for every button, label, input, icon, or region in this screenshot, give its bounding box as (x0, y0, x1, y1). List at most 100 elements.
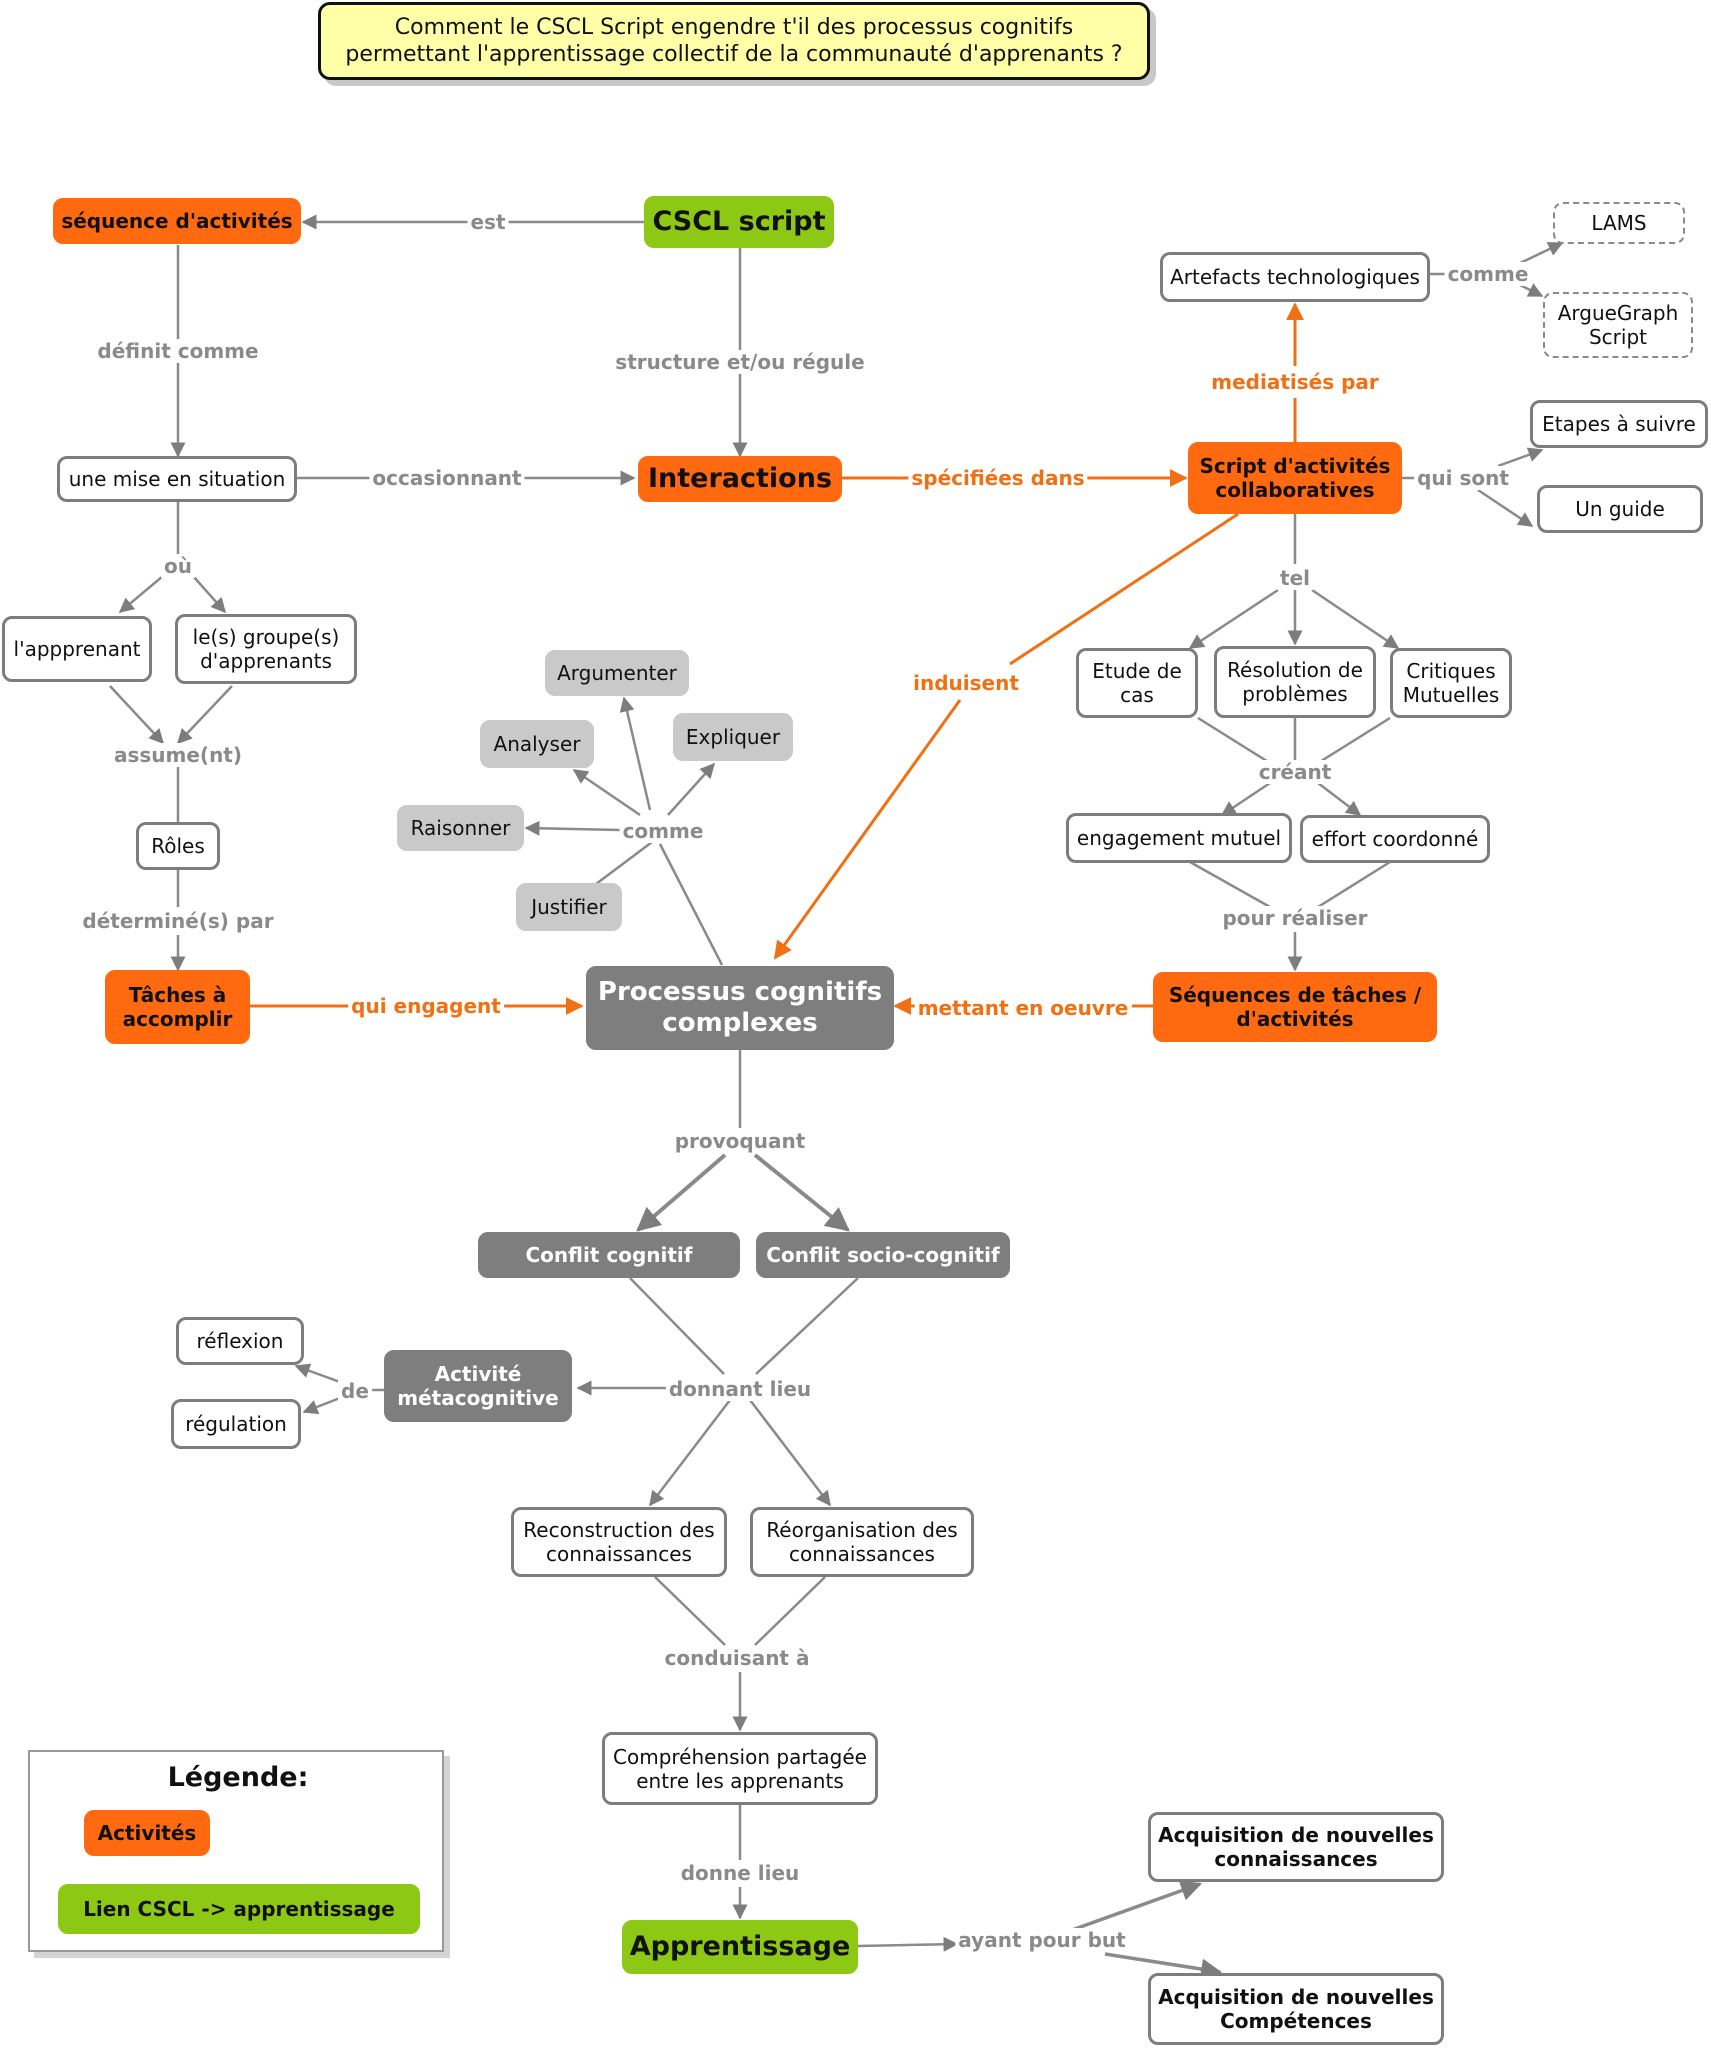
edge-creant-engagement (1220, 781, 1271, 817)
label-de: de (338, 1379, 372, 1403)
node-critiques[interactable]: Critiques Mutuelles (1390, 648, 1512, 718)
edge-comme-expliquer (667, 762, 716, 816)
edge-induisent-processus (773, 699, 962, 960)
edge-apprenant-assume (109, 685, 165, 745)
edge-comme-justifier (587, 841, 653, 891)
edge-donnant-reorganisation (749, 1399, 831, 1507)
label-pour-realiser: pour réaliser (1219, 906, 1371, 930)
node-script-activites[interactable]: Script d'activités collaboratives (1188, 442, 1402, 514)
node-reorganisation[interactable]: Réorganisation des connaissances (750, 1507, 974, 1577)
edge-script-induisent (1009, 512, 1239, 666)
node-regulation[interactable]: régulation (171, 1399, 301, 1449)
edge-reorganisation-conduisant (754, 1576, 826, 1646)
legend-lien-cscl: Lien CSCL -> apprentissage (58, 1884, 420, 1934)
label-est: est (467, 210, 509, 234)
edge-de-reflexion (294, 1363, 341, 1384)
diagram-title: Comment le CSCL Script engendre t'il des… (318, 2, 1150, 80)
node-reconstruction[interactable]: Reconstruction des connaissances (511, 1507, 727, 1577)
edge-donnant-reconstruction (649, 1399, 731, 1507)
label-creant: créant (1255, 760, 1335, 784)
edge-quisont-guide (1477, 488, 1534, 528)
edge-but-competences (1104, 1952, 1223, 1980)
label-determine-par: déterminé(s) par (79, 909, 277, 933)
edge-processus-comme (658, 843, 724, 966)
edge-creant-effort (1317, 782, 1362, 816)
edge-provoquant-socio (753, 1153, 850, 1232)
node-etude-cas[interactable]: Etude de cas (1076, 648, 1198, 718)
node-activite-metacognitive[interactable]: Activité métacognitive (384, 1350, 572, 1422)
label-specifiees-dans: spécifiées dans (908, 466, 1088, 490)
label-comme-processus: comme (619, 819, 707, 843)
node-cscl-script[interactable]: CSCL script (644, 196, 834, 248)
node-mise-en-situation[interactable]: une mise en situation (57, 456, 297, 502)
edge-provoquant-conflit (636, 1153, 727, 1232)
node-lams[interactable]: LAMS (1553, 202, 1685, 244)
edge-critiques-creant (1317, 716, 1391, 765)
node-interactions[interactable]: Interactions (638, 456, 842, 502)
edge-comme-analyser (572, 768, 641, 817)
node-conflit-cognitif[interactable]: Conflit cognitif (478, 1232, 740, 1278)
label-assume: assume(nt) (110, 743, 246, 767)
node-apprenant[interactable]: l'appprenant (2, 616, 152, 682)
edge-de-regulation (302, 1396, 341, 1415)
node-effort[interactable]: effort coordonné (1300, 815, 1490, 863)
label-structure-regule: structure et/ou régule (612, 350, 868, 374)
node-conflit-socio-cognitif[interactable]: Conflit socio-cognitif (756, 1232, 1010, 1278)
node-processus-cognitifs[interactable]: Processus cognitifs complexes (586, 966, 894, 1050)
node-artefacts[interactable]: Artefacts technologiques (1160, 252, 1430, 302)
label-comme-artefacts: comme (1444, 262, 1532, 286)
label-definit-comme: définit comme (94, 339, 262, 363)
edge-engagement-pour (1189, 860, 1271, 909)
node-acquisition-competences[interactable]: Acquisition de nouvelles Compétences (1148, 1973, 1444, 2045)
edge-groupes-assume (176, 685, 233, 745)
edge-tel-etude (1188, 588, 1279, 650)
label-mediatises-par: mediatisés par (1208, 370, 1382, 394)
label-mettant-en-oeuvre: mettant en oeuvre (914, 996, 1132, 1020)
legend-activites: Activités (84, 1810, 210, 1856)
node-roles[interactable]: Rôles (136, 822, 220, 870)
edge-ou-apprenant (118, 575, 164, 613)
node-arguegraph[interactable]: ArgueGraph Script (1543, 292, 1693, 358)
edge-socio-donnant (755, 1277, 859, 1375)
node-sequences-taches[interactable]: Séquences de tâches / d'activités (1153, 972, 1437, 1042)
node-justifier[interactable]: Justifier (516, 883, 622, 931)
node-sequence-activites[interactable]: séquence d'activités (53, 198, 301, 244)
label-qui-engagent: qui engagent (348, 994, 504, 1018)
label-ayant-pour-but: ayant pour but (955, 1928, 1129, 1952)
node-apprentissage[interactable]: Apprentissage (622, 1920, 858, 1974)
edge-reconstruction-conduisant (654, 1576, 726, 1646)
edge-apprentissage-but (857, 1936, 959, 1952)
node-reflexion[interactable]: réflexion (176, 1317, 304, 1365)
node-analyser[interactable]: Analyser (480, 720, 594, 768)
edge-comme-raisonner (524, 820, 621, 836)
diagram-title-text: Comment le CSCL Script engendre t'il des… (345, 14, 1123, 68)
label-provoquant: provoquant (671, 1129, 809, 1153)
label-qui-sont: qui sont (1414, 466, 1512, 490)
label-tel: tel (1277, 566, 1313, 590)
node-comprehension[interactable]: Compréhension partagée entre les apprena… (602, 1732, 878, 1805)
legend: Légende: Activités Lien CSCL -> apprenti… (28, 1750, 444, 1952)
node-taches[interactable]: Tâches à accomplir (105, 970, 250, 1044)
node-etapes[interactable]: Etapes à suivre (1530, 400, 1708, 448)
node-groupes[interactable]: le(s) groupe(s) d'apprenants (175, 614, 357, 684)
node-guide[interactable]: Un guide (1537, 485, 1703, 533)
node-argumenter[interactable]: Argumenter (545, 650, 689, 696)
edge-conflit-donnant (629, 1277, 725, 1375)
edge-but-connaissances (1071, 1880, 1202, 1932)
label-donnant-lieu: donnant lieu (665, 1377, 815, 1401)
edge-ou-groupes (192, 575, 226, 614)
label-induisent: induisent (910, 671, 1022, 695)
label-ou: où (161, 554, 195, 578)
node-resolution[interactable]: Résolution de problèmes (1214, 646, 1376, 718)
node-raisonner[interactable]: Raisonner (397, 805, 524, 851)
edge-comme-argumenter (619, 696, 652, 811)
edge-effort-pour (1317, 860, 1391, 909)
label-conduisant-a: conduisant à (661, 1646, 813, 1670)
edge-etude-creant (1197, 716, 1271, 765)
node-expliquer[interactable]: Expliquer (673, 713, 793, 761)
edge-quisont-etapes (1497, 447, 1544, 468)
node-acquisition-connaissances[interactable]: Acquisition de nouvelles connaissances (1148, 1812, 1444, 1882)
node-engagement[interactable]: engagement mutuel (1066, 813, 1292, 863)
legend-title: Légende: (167, 1762, 309, 1793)
